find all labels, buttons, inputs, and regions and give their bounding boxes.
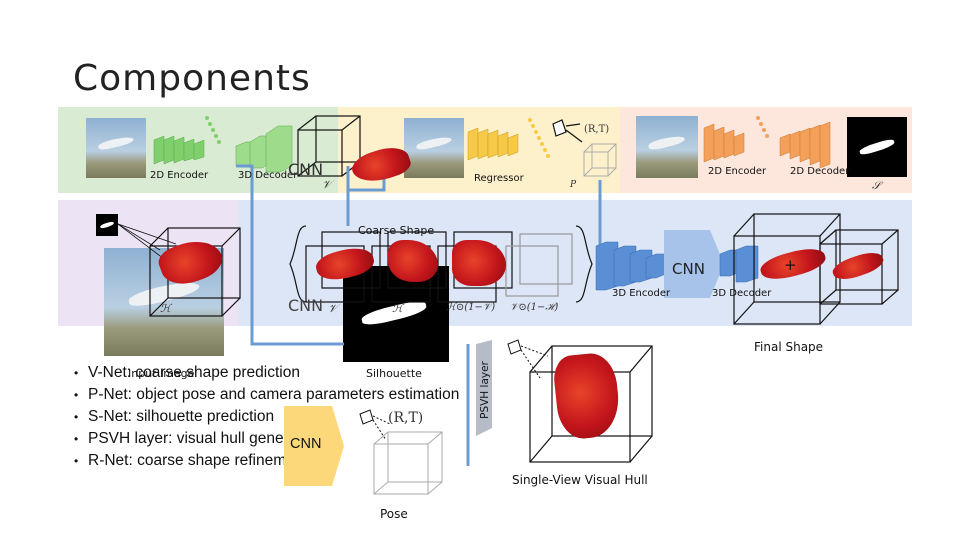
snet-decoder-blocks bbox=[779, 121, 831, 169]
pnet-regressor-blocks bbox=[467, 127, 519, 161]
cnn-box-label: CNN bbox=[290, 436, 322, 452]
label-2d-encoder-left: 2D Encoder bbox=[150, 170, 209, 181]
vnet-dots bbox=[205, 116, 221, 144]
red-shape-coarse-3 bbox=[452, 240, 506, 286]
math-v-mask: 𝒱⊙(1−ℋ) bbox=[510, 302, 559, 313]
label-pose: Pose bbox=[380, 507, 408, 521]
snet-encoder-blocks bbox=[703, 123, 745, 163]
label-pose-param: (R,T) bbox=[584, 124, 610, 135]
math-s: 𝒮 bbox=[872, 179, 881, 192]
math-p: P bbox=[570, 180, 577, 190]
label-cnn-mid: CNN bbox=[672, 260, 705, 278]
math-h-mask: ℋ⊙(1−𝒱) bbox=[446, 302, 496, 313]
component-list: V-Net: coarse shape prediction P-Net: ob… bbox=[74, 362, 459, 472]
bullet-pnet: P-Net: object pose and camera parameters… bbox=[74, 384, 459, 406]
slide-title: Components bbox=[73, 58, 311, 99]
label-cnn-bottom: CNN bbox=[288, 296, 324, 315]
label-2d-encoder-right: 2D Encoder bbox=[708, 166, 767, 177]
bullet-rnet: R-Net: coarse shape refinement bbox=[74, 450, 459, 472]
silhouette-mini bbox=[96, 214, 118, 236]
math-h-sil: ℋ bbox=[392, 302, 403, 315]
red-shape-coarse-2 bbox=[388, 240, 438, 282]
bullet-psvh: PSVH layer: visual hull generation bbox=[74, 428, 459, 450]
label-3d-decoder-right: 3D Decoder bbox=[712, 288, 772, 299]
vnet-3d-decoder-blocks bbox=[235, 125, 293, 173]
pose-cube-small bbox=[583, 143, 617, 177]
input-photo-pnet bbox=[404, 118, 464, 178]
math-v-top: 𝒱 bbox=[322, 178, 332, 191]
final-shape-cube-right bbox=[819, 229, 899, 305]
hull-camera-icon bbox=[507, 339, 549, 379]
visual-hull-cube bbox=[529, 345, 653, 463]
silhouette-output bbox=[847, 117, 907, 177]
label-3d-decoder-left: 3D Decoder bbox=[238, 170, 298, 181]
pnet-dots bbox=[528, 118, 550, 158]
label-coarse-shape: Coarse Shape bbox=[358, 224, 435, 237]
snet-dots bbox=[756, 116, 769, 138]
label-2d-decoder-right: 2D Decoder bbox=[790, 166, 850, 177]
label-psvh-layer: PSVH layer bbox=[479, 361, 491, 419]
silhouette-image bbox=[343, 266, 449, 362]
vnet-2d-encoder-blocks bbox=[153, 135, 205, 165]
psvh-layer-shape bbox=[476, 340, 492, 436]
label-final-shape: Final Shape bbox=[754, 340, 824, 354]
rnet-cnn-arrow bbox=[664, 230, 724, 298]
rnet-3d-decoder-blocks bbox=[719, 245, 759, 283]
math-h-left: ℋ bbox=[160, 302, 171, 315]
rnet-3d-encoder-blocks bbox=[595, 241, 667, 291]
bullet-snet: S-Net: silhouette prediction bbox=[74, 406, 459, 428]
coarse-brace bbox=[289, 225, 307, 303]
label-regressor: Regressor bbox=[474, 173, 524, 184]
camera-icon bbox=[552, 119, 583, 143]
vnet-output-cube bbox=[297, 115, 361, 177]
input-photo-vnet bbox=[86, 118, 146, 178]
coarse-brace-right bbox=[575, 225, 593, 303]
label-3d-encoder: 3D Encoder bbox=[612, 288, 671, 299]
input-photo-snet bbox=[636, 116, 698, 178]
cnn-box: CNN bbox=[284, 406, 344, 486]
label-plus: + bbox=[784, 256, 797, 274]
bullet-vnet: V-Net: coarse shape prediction bbox=[74, 362, 459, 384]
label-single-view-hull: Single-View Visual Hull bbox=[512, 473, 648, 487]
label-cnn-top: CNN bbox=[288, 160, 324, 179]
math-v-bottom: 𝒱 bbox=[328, 302, 338, 315]
